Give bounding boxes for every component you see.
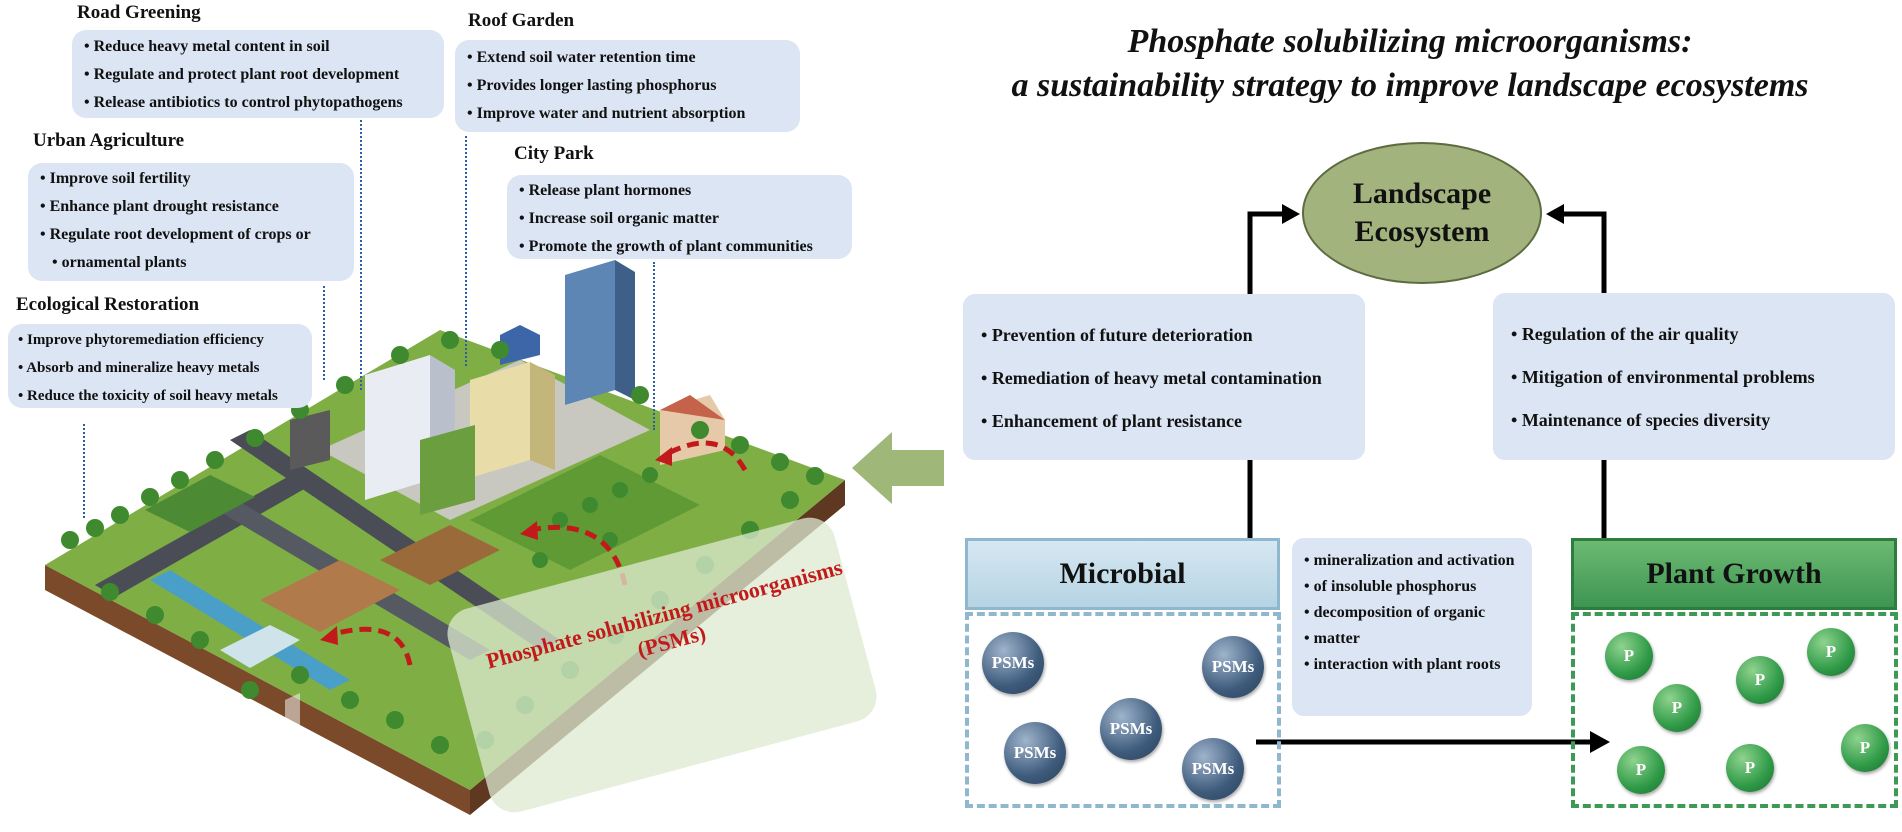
mechanism-box: mineralization and activation of insolub… [1292,538,1532,716]
urban-agriculture-item: Improve soil fertility [40,165,342,193]
road-greening-item: Regulate and protect plant root developm… [84,61,432,89]
mechanism-item: interaction with plant roots [1304,652,1520,678]
psm-ball: PSMs [1182,738,1244,800]
landscape-ecosystem-node: Landscape Ecosystem [1302,142,1542,284]
urban-agriculture-heading: Urban Agriculture [33,130,185,151]
mechanism-item: of insoluble phosphorus [1304,574,1520,600]
mechanism-item: decomposition of organic [1304,600,1520,626]
urban-agriculture-item: Regulate root development of crops or [40,221,342,249]
ecosystem-benefits-right: Regulation of the air quality Mitigation… [1493,293,1895,460]
ecological-restoration-item: Reduce the toxicity of soil heavy metals [18,382,302,410]
road-greening-callout: Reduce heavy metal content in soil Regul… [72,30,444,118]
city-park-heading: City Park [514,143,594,164]
benefit-item: Remediation of heavy metal contamination [981,357,1347,400]
roof-garden-callout: Extend soil water retention time Provide… [455,40,800,132]
urban-agriculture-item: ornamental plants [40,249,342,277]
psm-ball: PSMs [982,632,1044,694]
city-park-callout: Release plant hormones Increase soil org… [507,175,852,259]
city-park-item: Increase soil organic matter [519,205,840,233]
ecosystem-benefits-left: Prevention of future deterioration Remed… [963,294,1365,460]
benefit-item: Enhancement of plant resistance [981,400,1347,443]
psm-ball: PSMs [1100,698,1162,760]
microbial-header: Microbial [965,538,1280,610]
p-ball: P [1653,684,1701,732]
p-ball: P [1736,656,1784,704]
psm-ball: PSMs [1202,636,1264,698]
diagram-title-line1: Phosphate solubilizing microorganisms: [1127,23,1693,60]
urban-agriculture-callout: Improve soil fertility Enhance plant dro… [28,163,354,281]
p-ball: P [1605,632,1653,680]
road-greening-heading: Road Greening [77,2,201,23]
leader-roof-garden [465,136,467,366]
green-arrow-icon [852,432,944,504]
diagram-title-line2: a sustainability strategy to improve lan… [1011,67,1809,104]
ecological-restoration-callout: Improve phytoremediation efficiency Abso… [8,324,312,408]
psm-ball: PSMs [1004,722,1066,784]
benefit-item: Maintenance of species diversity [1511,399,1877,442]
leader-urban-agriculture [323,286,325,380]
road-greening-item: Release antibiotics to control phytopath… [84,89,432,117]
city-park-item: Promote the growth of plant communities [519,233,840,261]
microbial-box [965,612,1281,808]
roof-garden-heading: Roof Garden [468,10,575,31]
mechanism-item: mineralization and activation [1304,548,1520,574]
plant-growth-header: Plant Growth [1571,538,1897,610]
benefit-item: Prevention of future deterioration [981,314,1347,357]
p-ball: P [1726,744,1774,792]
ecological-restoration-item: Improve phytoremediation efficiency [18,326,302,354]
roof-garden-item: Extend soil water retention time [467,44,788,72]
p-ball: P [1841,724,1889,772]
p-ball: P [1617,746,1665,794]
benefit-item: Regulation of the air quality [1511,313,1877,356]
roof-garden-item: Provides longer lasting phosphorus [467,72,788,100]
benefit-item: Mitigation of environmental problems [1511,356,1877,399]
urban-agriculture-item: Enhance plant drought resistance [40,193,342,221]
ecological-restoration-item: Absorb and mineralize heavy metals [18,354,302,382]
landscape-label-line1: Landscape [1352,177,1492,210]
roof-garden-item: Improve water and nutrient absorption [467,100,788,128]
mechanism-item: matter [1304,626,1520,652]
road-greening-item: Reduce heavy metal content in soil [84,33,432,61]
leader-city-park [653,262,655,430]
landscape-label-line2: Ecosystem [1354,215,1490,248]
p-ball: P [1807,628,1855,676]
plant-growth-box [1571,612,1898,808]
leader-road-greening [360,108,362,390]
ecological-restoration-heading: Ecological Restoration [16,294,200,315]
leader-ecological-restoration [83,424,85,518]
city-park-item: Release plant hormones [519,177,840,205]
